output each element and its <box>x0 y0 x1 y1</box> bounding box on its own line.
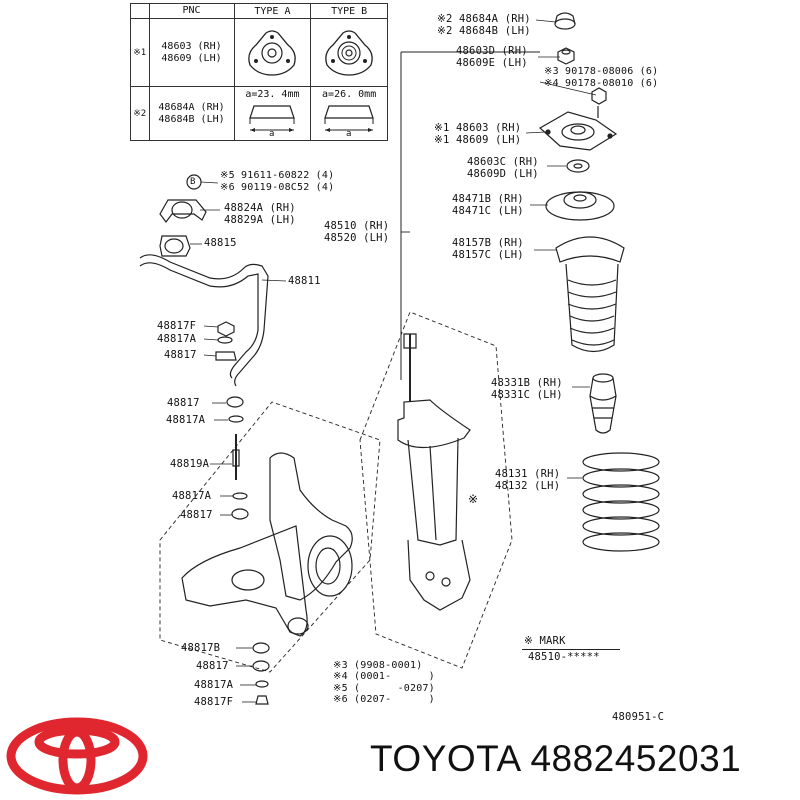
label-48603c: 48603C (RH) 48609D (LH) <box>467 156 539 180</box>
label-48684: ※2 48684A (RH) ※2 48684B (LH) <box>437 13 531 37</box>
row2-type-b: a=26. 0mm a <box>310 86 388 141</box>
cap-type-a-icon: a <box>249 105 296 138</box>
label-48817-2: 48817 <box>167 397 200 409</box>
dim-b-letter: a <box>346 129 351 138</box>
strut-asterisk: ※ <box>468 492 479 506</box>
label-48603: ※1 48603 (RH) ※1 48609 (LH) <box>434 122 522 146</box>
strut-mount-48603-icon <box>538 106 618 151</box>
label-48817a-4: 48817A <box>194 679 234 691</box>
label-48131: 48131 (RH) 48132 (LH) <box>495 468 561 492</box>
label-48817b: 48817B <box>181 642 221 654</box>
link-parts-stack-icon <box>215 321 270 705</box>
cap-type-b-icon: a <box>324 105 374 138</box>
bump-boot-48157-icon <box>555 236 625 353</box>
row2-pnc: 48684A (RH) 48684B (LH) <box>148 86 235 141</box>
washer-48603c-icon <box>566 159 590 173</box>
row2-type-a: a=23. 4mm a <box>233 86 312 141</box>
label-90178: ※3 90178-08006 (6) ※4 90178-08010 (6) <box>544 66 659 89</box>
label-91611: ※5 91611-60822 (4) ※6 90119-08C52 (4) <box>220 170 335 193</box>
mark-divider <box>522 649 620 650</box>
label-48471: 48471B (RH) 48471C (LH) <box>452 193 524 217</box>
strut-group-box <box>359 311 513 669</box>
label-48819a: 48819A <box>170 458 210 470</box>
row1-pnc: 48603 (RH) 48609 (LH) <box>148 18 235 87</box>
serial-notes: ※3 (9908-0001) ※4 (0001- ) ※5 ( -0207) ※… <box>333 660 435 706</box>
row2-type-a-dim: a=23. 4mm <box>245 89 300 100</box>
knuckle-group-box <box>159 401 381 673</box>
bushing-48815-icon <box>159 235 191 257</box>
label-48811: 48811 <box>288 275 321 287</box>
row2-type-b-dim: a=26. 0mm <box>322 89 377 100</box>
toyota-logo-icon <box>6 717 148 795</box>
nut-48603d-icon <box>557 47 575 65</box>
nut-90178-icon <box>591 87 607 105</box>
label-48817a-3: 48817A <box>172 490 212 502</box>
spring-seat-48471-icon <box>545 191 615 221</box>
label-48817f-4: 48817F <box>194 696 234 708</box>
label-48817-top: 48817 <box>164 349 197 361</box>
mark-value: 48510-***** <box>528 651 600 663</box>
label-48824: 48824A (RH) 48829A (LH) <box>224 202 296 226</box>
mark-title: ※ MARK <box>524 635 566 647</box>
coil-spring-48131-icon <box>582 452 660 552</box>
diagram-code: 480951-C <box>612 711 665 723</box>
label-48815: 48815 <box>204 237 237 249</box>
callout-b-letter: B <box>190 177 196 187</box>
brand-part-number: TOYOTA 4882452031 <box>370 738 742 779</box>
label-48510: 48510 (RH) 48520 (LH) <box>324 220 390 244</box>
row1-type-b <box>310 18 388 87</box>
label-48157: 48157B (RH) 48157C (LH) <box>452 237 524 261</box>
stabilizer-bar-48811-icon <box>139 254 269 387</box>
mount-type-a-icon <box>248 29 297 76</box>
mount-type-b-icon <box>325 29 373 76</box>
label-48817f-top: 48817F <box>157 320 197 332</box>
shock-absorber-48510-icon <box>397 333 471 611</box>
lower-arm-icon <box>181 525 309 637</box>
dim-a-letter: a <box>269 129 274 138</box>
dust-cap-48684-icon <box>554 12 576 30</box>
bracket-48824-icon <box>159 199 207 223</box>
label-48603d: 48603D (RH) 48609E (LH) <box>456 45 528 69</box>
label-48817-4: 48817 <box>196 660 229 672</box>
label-48817a-top: 48817A <box>157 333 197 345</box>
steering-knuckle-icon <box>269 452 353 601</box>
bump-stopper-48331-icon <box>589 373 617 434</box>
label-48331: 48331B (RH) 48331C (LH) <box>491 377 563 401</box>
label-48817-3: 48817 <box>180 509 213 521</box>
type-table: PNC TYPE A TYPE B ※1 48603 (RH) 48609 (L… <box>130 3 388 143</box>
label-48817a-2: 48817A <box>166 414 206 426</box>
